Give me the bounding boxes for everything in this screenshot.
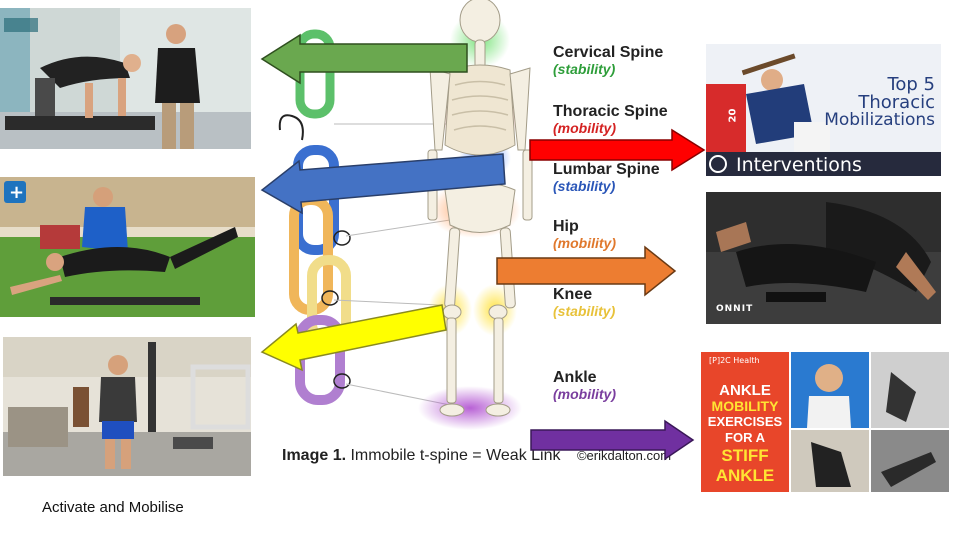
thumb-thoracic-line1: Top 5 (887, 74, 935, 95)
figure-text: Immobile t-spine = Weak Link (350, 447, 561, 464)
arrow-purple-right (530, 419, 695, 461)
arrow-orange-right (496, 245, 677, 297)
region-role: (mobility) (553, 385, 616, 402)
region-label-ankle: Ankle (mobility) (553, 369, 616, 402)
region-label-cervical: Cervical Spine (stability) (553, 44, 664, 77)
thumbnail-thoracic-mobilizations[interactable]: 20 Top 5 Thoracic Mobilizations Interven… (706, 44, 941, 176)
thumbnail-hip-mobility[interactable]: ONNIT (706, 192, 941, 324)
region-label-thoracic: Thoracic Spine (mobility) (553, 103, 668, 136)
arrow-blue-left (260, 153, 506, 215)
thumb-ankle-brand: [P]2C Health (709, 356, 760, 365)
region-name: Knee (553, 286, 593, 303)
slide-caption: Activate and Mobilise (42, 499, 184, 516)
thumb-ankle-line5: STIFF (721, 446, 769, 465)
region-role: (mobility) (553, 234, 616, 251)
arrow-green-left (260, 33, 468, 85)
thumb-thoracic-banner: Interventions (736, 154, 862, 176)
thumbnail-ankle-mobility[interactable]: [P]2C Health ANKLE MOBILITY EXERCISES FO… (701, 352, 949, 492)
region-name: Cervical Spine (553, 44, 664, 61)
region-role: (stability) (553, 177, 616, 194)
region-label-knee: Knee (stability) (553, 286, 616, 319)
svg-text:+: + (9, 182, 24, 203)
figure-caption: Image 1. Immobile t-spine = Weak Link ©e… (282, 447, 671, 465)
arrow-red-right (529, 128, 706, 172)
region-name: Lumbar Spine (553, 161, 660, 178)
arrow-yellow-left (260, 304, 447, 372)
photo-quadruped-exercise (0, 8, 251, 149)
thumb-thoracic-line2: Thoracic (858, 92, 935, 113)
region-label-lumbar: Lumbar Spine (stability) (553, 161, 660, 194)
thumb-ankle-line4: FOR A (725, 430, 765, 445)
region-name: Hip (553, 218, 579, 235)
region-role: (mobility) (553, 119, 616, 136)
photo-bird-dog-exercise: + (0, 177, 255, 317)
region-name: Thoracic Spine (553, 103, 668, 120)
region-label-hip: Hip (mobility) (553, 218, 616, 251)
region-role: (stability) (553, 60, 616, 77)
thumb-thoracic-logo-icon (709, 155, 727, 173)
thumb-ankle-line1: ANKLE (719, 382, 771, 399)
photo-standing-trainer (3, 337, 251, 476)
region-role: (stability) (553, 302, 616, 319)
figure-credit: ©erikdalton.com (576, 448, 672, 463)
thumb-thoracic-line3: Mobilizations (824, 110, 935, 130)
thumb-ankle-line6: ANKLE (715, 466, 775, 485)
thumb-ankle-line2: MOBILITY (711, 398, 779, 414)
thumb-hip-brand: ONNIT (716, 304, 754, 314)
figure-label: Image 1. (282, 447, 347, 464)
region-name: Ankle (553, 369, 597, 386)
thumb-ankle-line3: EXERCISES (707, 414, 783, 429)
